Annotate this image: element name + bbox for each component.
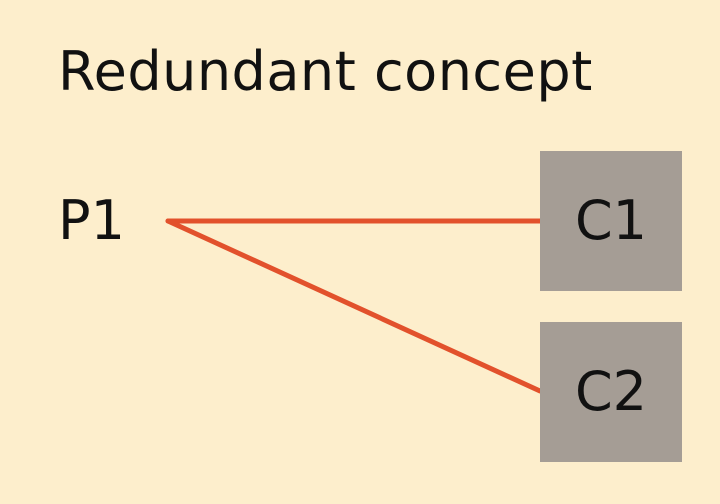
diagram-title: Redundant concept — [58, 40, 593, 103]
edge-p1-c2 — [165, 218, 543, 394]
child-node-c2: C2 — [540, 322, 682, 462]
parent-node-p1: P1 — [58, 189, 125, 252]
child-node-c1: C1 — [540, 151, 682, 291]
child-node-c2-label: C2 — [574, 360, 648, 423]
child-node-c1-label: C1 — [574, 189, 648, 252]
